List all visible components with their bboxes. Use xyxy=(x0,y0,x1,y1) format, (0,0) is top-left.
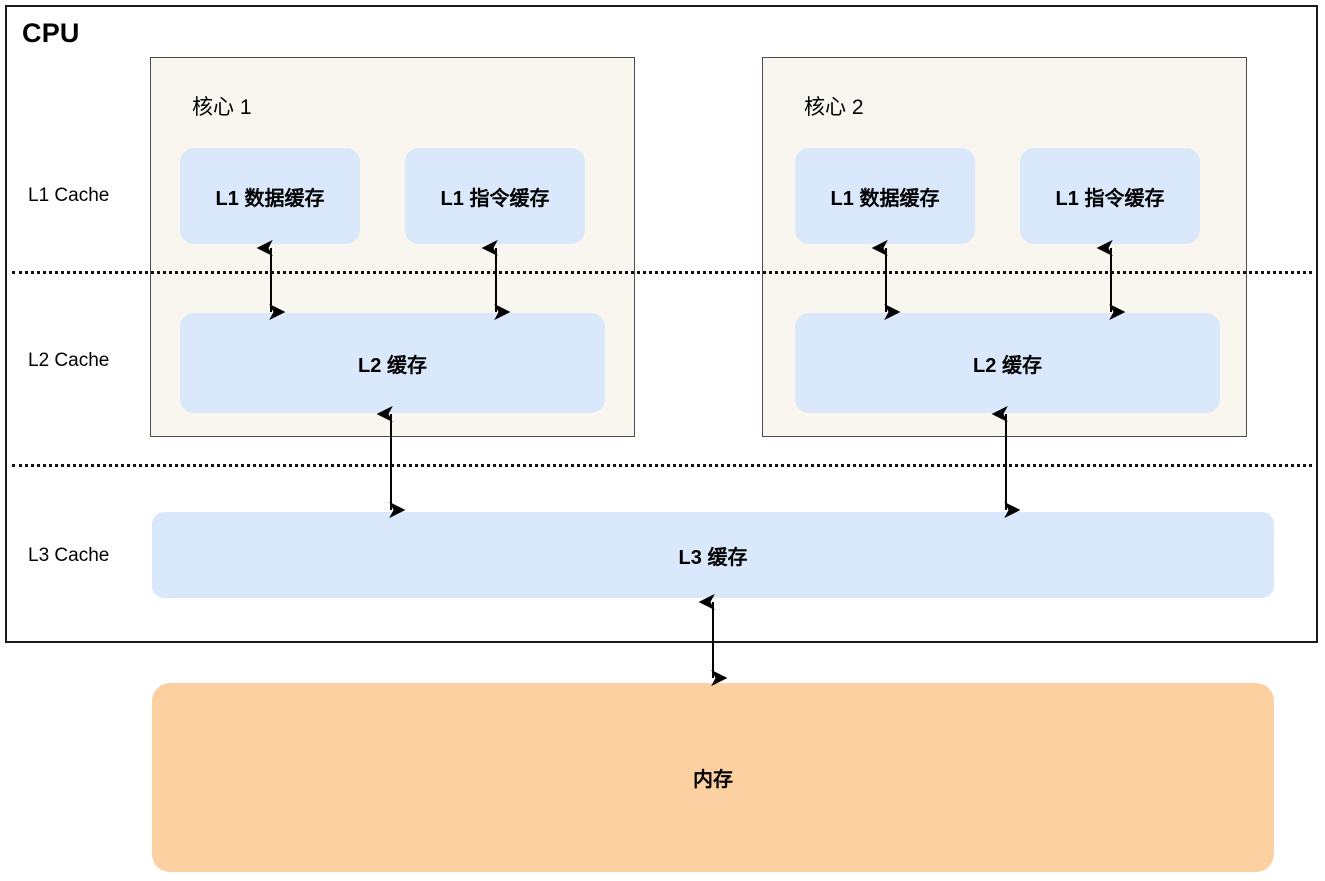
level-label-l2: L2 Cache xyxy=(28,350,110,371)
memory-box[interactable]: 内存 xyxy=(152,683,1274,872)
arrow-core1-l2-to-l3 xyxy=(376,405,406,519)
core-2-title: 核心 2 xyxy=(804,96,864,119)
core-2-l2-cache[interactable]: L2 缓存 xyxy=(795,313,1220,413)
core-1-l1-data-cache[interactable]: L1 数据缓存 xyxy=(180,148,360,244)
level-label-l3: L3 Cache xyxy=(28,545,110,566)
arrow-core1-l1data-to-l2 xyxy=(256,239,286,321)
arrow-l3-to-memory xyxy=(698,593,728,687)
core-2-l1-instruction-cache[interactable]: L1 指令缓存 xyxy=(1020,148,1200,244)
l3-cache-box[interactable]: L3 缓存 xyxy=(152,512,1274,598)
core-1-l2-cache[interactable]: L2 缓存 xyxy=(180,313,605,413)
level-label-l1: L1 Cache xyxy=(28,185,110,206)
core-1-l1-instruction-cache[interactable]: L1 指令缓存 xyxy=(405,148,585,244)
separator-l1-l2 xyxy=(12,271,1312,274)
core-1-title: 核心 1 xyxy=(192,96,252,119)
core-2-l1-data-cache[interactable]: L1 数据缓存 xyxy=(795,148,975,244)
arrow-core2-l1inst-to-l2 xyxy=(1096,239,1126,321)
arrow-core2-l1data-to-l2 xyxy=(871,239,901,321)
arrow-core1-l1inst-to-l2 xyxy=(481,239,511,321)
separator-l2-l3 xyxy=(12,464,1312,467)
cpu-title: CPU xyxy=(22,18,80,48)
arrow-core2-l2-to-l3 xyxy=(991,405,1021,519)
